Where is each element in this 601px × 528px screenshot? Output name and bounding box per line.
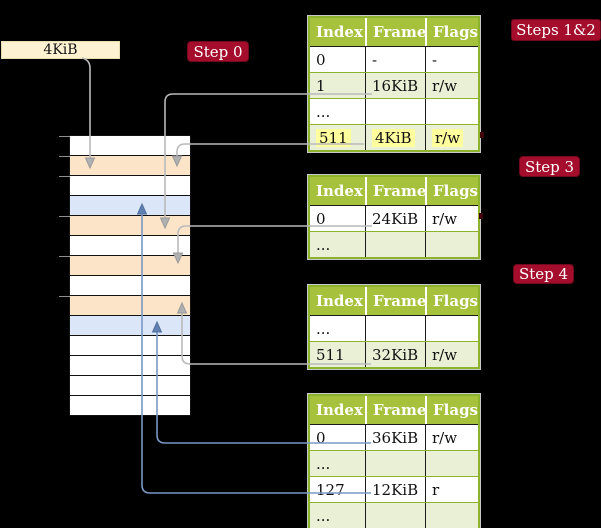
column-header: Index bbox=[316, 23, 363, 41]
table-cell bbox=[365, 451, 425, 476]
table-cell bbox=[425, 451, 478, 476]
memory-row-white bbox=[70, 396, 190, 415]
table-cell: 36KiB bbox=[365, 425, 425, 450]
table-cell: ... bbox=[316, 319, 331, 338]
table-row: 0 -- bbox=[310, 47, 478, 72]
highlighted-value: 4KiB bbox=[372, 128, 415, 147]
memory-row-blue bbox=[70, 196, 190, 216]
table-cell bbox=[425, 99, 478, 124]
table-cell: 12KiB bbox=[365, 477, 425, 502]
table-cell: 127 bbox=[316, 480, 345, 499]
table-row: 511 4KiB r/w bbox=[310, 124, 478, 150]
physical-memory-strip bbox=[69, 135, 191, 416]
table-cell: 24KiB bbox=[365, 206, 425, 231]
table-cell: 511 bbox=[316, 345, 345, 364]
table-cell: 0 bbox=[316, 428, 326, 447]
table-row: ... bbox=[310, 98, 478, 124]
memory-row-orange bbox=[70, 216, 190, 236]
column-header: Frame bbox=[365, 287, 426, 315]
memory-row-blue bbox=[70, 316, 190, 336]
memory-row-white bbox=[70, 356, 190, 376]
tick-mark bbox=[59, 176, 70, 177]
table-cell: r/w bbox=[425, 425, 478, 450]
tick-mark bbox=[59, 156, 70, 157]
table-cell bbox=[365, 232, 425, 257]
entry-pointer-mark bbox=[479, 213, 483, 219]
column-header: Index bbox=[316, 292, 363, 310]
table-cell: r bbox=[425, 477, 478, 502]
column-header: Flags bbox=[425, 177, 478, 205]
table-cell: 511 bbox=[310, 125, 365, 150]
badge-step-3: Step 3 bbox=[519, 156, 580, 177]
memory-row-white bbox=[70, 336, 190, 356]
memory-row-orange bbox=[70, 256, 190, 276]
table-cell bbox=[365, 99, 425, 124]
table-cell: 4KiB bbox=[365, 125, 425, 150]
page-size-label: 4KiB bbox=[1, 41, 120, 59]
column-header: Frame bbox=[365, 18, 426, 46]
table-cell bbox=[425, 316, 478, 341]
table-cell: 0 bbox=[316, 209, 326, 228]
table-row: ... bbox=[310, 316, 478, 341]
memory-row-white bbox=[70, 376, 190, 396]
column-header: Index bbox=[316, 401, 363, 419]
memory-row-white bbox=[70, 176, 190, 196]
badge-step-4: Step 4 bbox=[513, 264, 574, 284]
table-cell: r/w bbox=[425, 125, 478, 150]
table-cell: r/w bbox=[425, 206, 478, 231]
memory-row-orange bbox=[70, 156, 190, 176]
entry-pointer-mark bbox=[480, 132, 484, 138]
table-cell bbox=[365, 316, 425, 341]
badge-step-0: Step 0 bbox=[187, 41, 249, 62]
badge-steps-1-2: Steps 1&2 bbox=[511, 19, 601, 41]
column-header: Frame bbox=[365, 177, 426, 205]
column-header: Flags bbox=[425, 396, 478, 424]
table-row: ... bbox=[310, 502, 478, 528]
tick-mark bbox=[59, 216, 70, 217]
table-row: ... bbox=[310, 231, 478, 257]
table-cell: 32KiB bbox=[365, 342, 425, 367]
memory-row-white bbox=[70, 236, 190, 256]
column-header: Flags bbox=[425, 18, 478, 46]
highlighted-value: r/w bbox=[432, 128, 464, 147]
column-header: Flags bbox=[425, 287, 478, 315]
memory-row-orange bbox=[70, 296, 190, 316]
memory-row-white bbox=[70, 136, 190, 156]
tick-mark bbox=[59, 296, 70, 297]
table-cell: 0 bbox=[316, 50, 326, 69]
memory-row-white bbox=[70, 276, 190, 296]
table-cell: 1 bbox=[316, 76, 326, 95]
table-cell: - bbox=[425, 47, 478, 72]
table-cell: 16KiB bbox=[365, 73, 425, 98]
column-header: Frame bbox=[365, 396, 426, 424]
table-cell: ... bbox=[316, 235, 331, 254]
tick-mark bbox=[59, 136, 70, 137]
column-header: Index bbox=[316, 182, 363, 200]
table-cell: ... bbox=[316, 102, 331, 121]
tick-mark bbox=[59, 256, 70, 257]
table-cell: r/w bbox=[425, 73, 478, 98]
table-cell bbox=[365, 503, 425, 528]
table-row: ... bbox=[310, 450, 478, 476]
table-cell: ... bbox=[316, 506, 331, 525]
table-cell: - bbox=[365, 47, 425, 72]
table-cell: r/w bbox=[425, 342, 478, 367]
table-cell bbox=[425, 503, 478, 528]
table-cell bbox=[425, 232, 478, 257]
highlighted-value: 511 bbox=[316, 128, 351, 147]
table-cell: ... bbox=[316, 454, 331, 473]
